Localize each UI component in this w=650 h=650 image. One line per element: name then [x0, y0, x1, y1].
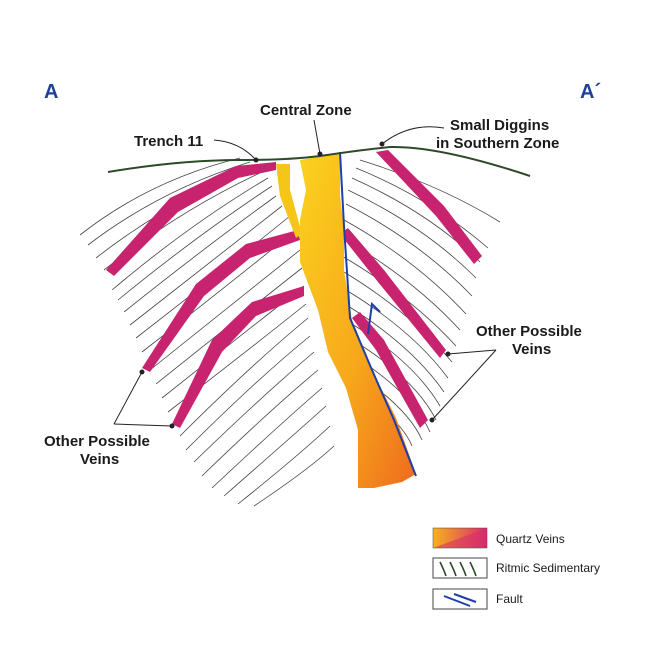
leader-dots [139, 141, 451, 429]
central-zone-vein [276, 153, 416, 488]
fault-arrow [367, 301, 381, 335]
legend-fault-swatch [432, 588, 488, 610]
trench-veinlet [276, 164, 302, 238]
vein-left-lower [172, 286, 304, 428]
vein-right-lower [352, 312, 428, 428]
legend-quartz-label: Quartz Veins [496, 532, 565, 546]
section-end-letter: A´ [580, 81, 601, 103]
central-zone-label: Central Zone [260, 102, 352, 119]
main-fault [339, 151, 417, 477]
legend-quartz-split [433, 528, 487, 548]
vein-right-middle [340, 228, 446, 358]
other-veins-left-line2: Veins [80, 451, 119, 468]
vein-left-upper [106, 162, 276, 276]
sedimentary-layers-right [341, 159, 501, 447]
vein-right-upper [376, 150, 482, 264]
legend: Quartz Veins Ritmic Sedimentary Fault [432, 527, 600, 610]
other-veins-right-line1: Other Possible [476, 323, 582, 340]
section-start-letter: A [44, 81, 58, 103]
other-veins-left-line1: Other Possible [44, 433, 150, 450]
legend-sedimentary-label: Ritmic Sedimentary [496, 561, 600, 575]
legend-fault-symbol [443, 593, 477, 607]
leader-lines [113, 119, 497, 427]
legend-fault-label: Fault [496, 592, 523, 606]
legend-sedimentary-hatch [439, 561, 477, 577]
small-diggins-label-line2: in Southern Zone [436, 135, 559, 152]
fault-lines [339, 151, 417, 477]
vein-left-middle [142, 230, 300, 372]
trench-label: Trench 11 [134, 133, 203, 150]
legend-sedimentary-swatch [432, 557, 488, 579]
other-veins-right-line2: Veins [512, 341, 551, 358]
quartz-veins [106, 150, 482, 428]
small-diggins-label-line1: Small Diggins [450, 117, 549, 134]
